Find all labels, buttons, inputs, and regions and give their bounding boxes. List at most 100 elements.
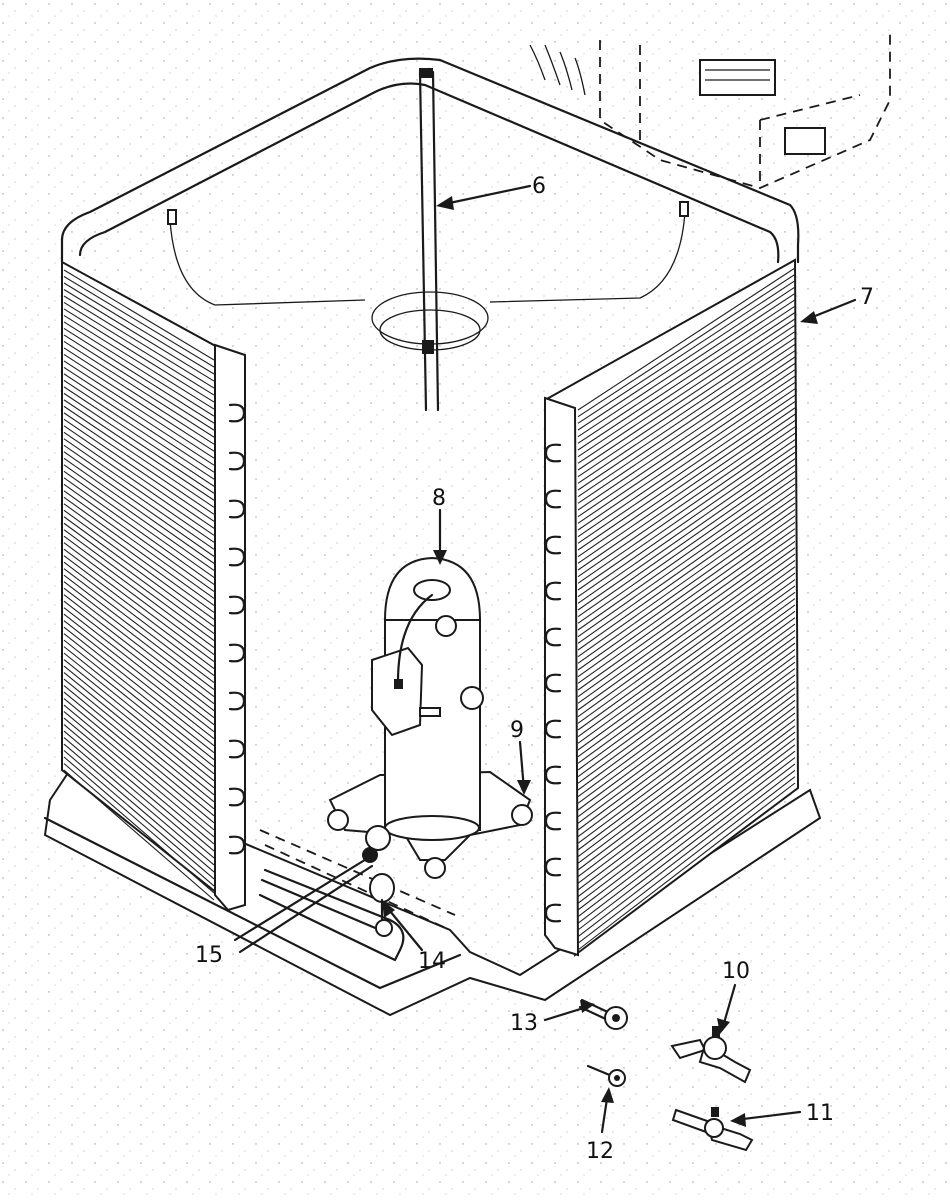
left-coil (61, 260, 246, 912)
coil-fin-line (63, 542, 215, 655)
coil-fin-line (63, 587, 215, 705)
coil-fin-line (577, 445, 796, 598)
callout-9: 9 (510, 718, 524, 743)
coil-fin-line (577, 674, 796, 838)
return-bend (228, 643, 246, 663)
coil-fin-line (577, 432, 796, 584)
coil-fin-line (577, 649, 796, 811)
coil-fin-line (63, 295, 215, 389)
coil-fin-line (63, 756, 215, 887)
coil-fin-line (63, 574, 215, 691)
coil-fin-line (577, 337, 796, 484)
coil-fin-line (63, 600, 215, 719)
coil-fin-line (63, 490, 215, 599)
return-bend (544, 765, 562, 785)
callout-13: 13 (510, 1011, 538, 1036)
coil-fin-line (577, 312, 796, 458)
coil-fin-line (63, 373, 215, 473)
fitting-12 (586, 1064, 626, 1087)
coil-fin-line (63, 379, 215, 480)
coil-fin-line (63, 743, 215, 873)
coil-fin-line (63, 639, 215, 761)
coil-fin-line (577, 610, 796, 771)
coil-fin-line (577, 604, 796, 764)
coil-fin-line (577, 458, 796, 611)
coil-fin-line (577, 731, 796, 898)
left-coil-fins (63, 269, 215, 901)
coil-fin-line (63, 301, 215, 396)
coil-fin-line (577, 642, 796, 804)
coil-fin-line (577, 750, 796, 918)
coil-fin-line (63, 646, 215, 768)
return-bend (544, 903, 562, 923)
coil-fin-line (577, 362, 796, 511)
return-bend (228, 835, 246, 855)
coil-fin-line (577, 617, 796, 778)
coil-fin-line (63, 516, 215, 627)
return-bend (228, 451, 246, 471)
coil-fin-line (63, 737, 215, 866)
coil-fin-line (577, 375, 796, 524)
coil-fin-line (577, 509, 796, 664)
coil-fin-line (577, 553, 796, 711)
coil-fin-line (577, 598, 796, 758)
coil-fin-line (577, 331, 796, 478)
callout-11: 11 (806, 1101, 834, 1126)
coil-fin-line (577, 490, 796, 644)
coil-fin-line (577, 381, 796, 531)
coil-fin-line (63, 334, 215, 431)
coil-fin-line (63, 555, 215, 670)
return-bend (544, 489, 562, 509)
refrigerant-tubing (258, 829, 456, 962)
coil-fin-line (63, 412, 215, 515)
leader-lines (233, 184, 857, 1134)
coil-fin-line (577, 324, 796, 471)
return-bend (228, 739, 246, 759)
coil-fin-line (577, 521, 796, 678)
callout-15: 15 (195, 943, 223, 968)
coil-fin-line (577, 305, 796, 451)
coil-fin-line (63, 347, 215, 445)
coil-fin-line (577, 350, 796, 498)
callout-14: 14 (418, 949, 446, 974)
coil-fin-line (63, 691, 215, 817)
coil-fin-line (577, 407, 796, 558)
right-return-bends (544, 443, 562, 923)
coil-fin-line (63, 327, 215, 424)
coil-fin-line (63, 594, 215, 712)
coil-fin-line (63, 503, 215, 613)
coil-fin-line (63, 659, 215, 782)
coil-fin-line (577, 757, 796, 924)
coil-fin-line (63, 763, 215, 894)
return-bend (228, 499, 246, 519)
coil-fin-line (63, 282, 215, 375)
coil-fin-line (577, 451, 796, 604)
coil-fin-line (577, 623, 796, 784)
coil-fin-line (63, 769, 215, 901)
compressor (327, 556, 533, 879)
coil-fin-line (63, 704, 215, 831)
coil-fin-line (577, 712, 796, 878)
coil-fin-line (577, 413, 796, 564)
callout-8: 8 (432, 486, 446, 511)
coil-fin-line (63, 360, 215, 459)
coil-fin-line (63, 405, 215, 508)
coil-fin-line (63, 724, 215, 852)
callout-6: 6 (532, 174, 546, 199)
coil-fin-line (63, 477, 215, 585)
return-bend (544, 673, 562, 693)
coil-fin-line (577, 267, 796, 411)
coil-fin-line (577, 439, 796, 591)
coil-fin-line (63, 568, 215, 684)
coil-fin-line (63, 613, 215, 733)
coil-fin-line (577, 782, 796, 951)
coil-fin-line (63, 269, 215, 361)
coil-fin-line (577, 776, 796, 944)
coil-fin-line (577, 629, 796, 791)
coil-fin-line (577, 547, 796, 704)
coil-fin-line (577, 534, 796, 691)
coil-fin-line (63, 665, 215, 789)
return-bend (544, 581, 562, 601)
return-bend (544, 857, 562, 877)
coil-fin-line (577, 477, 796, 631)
